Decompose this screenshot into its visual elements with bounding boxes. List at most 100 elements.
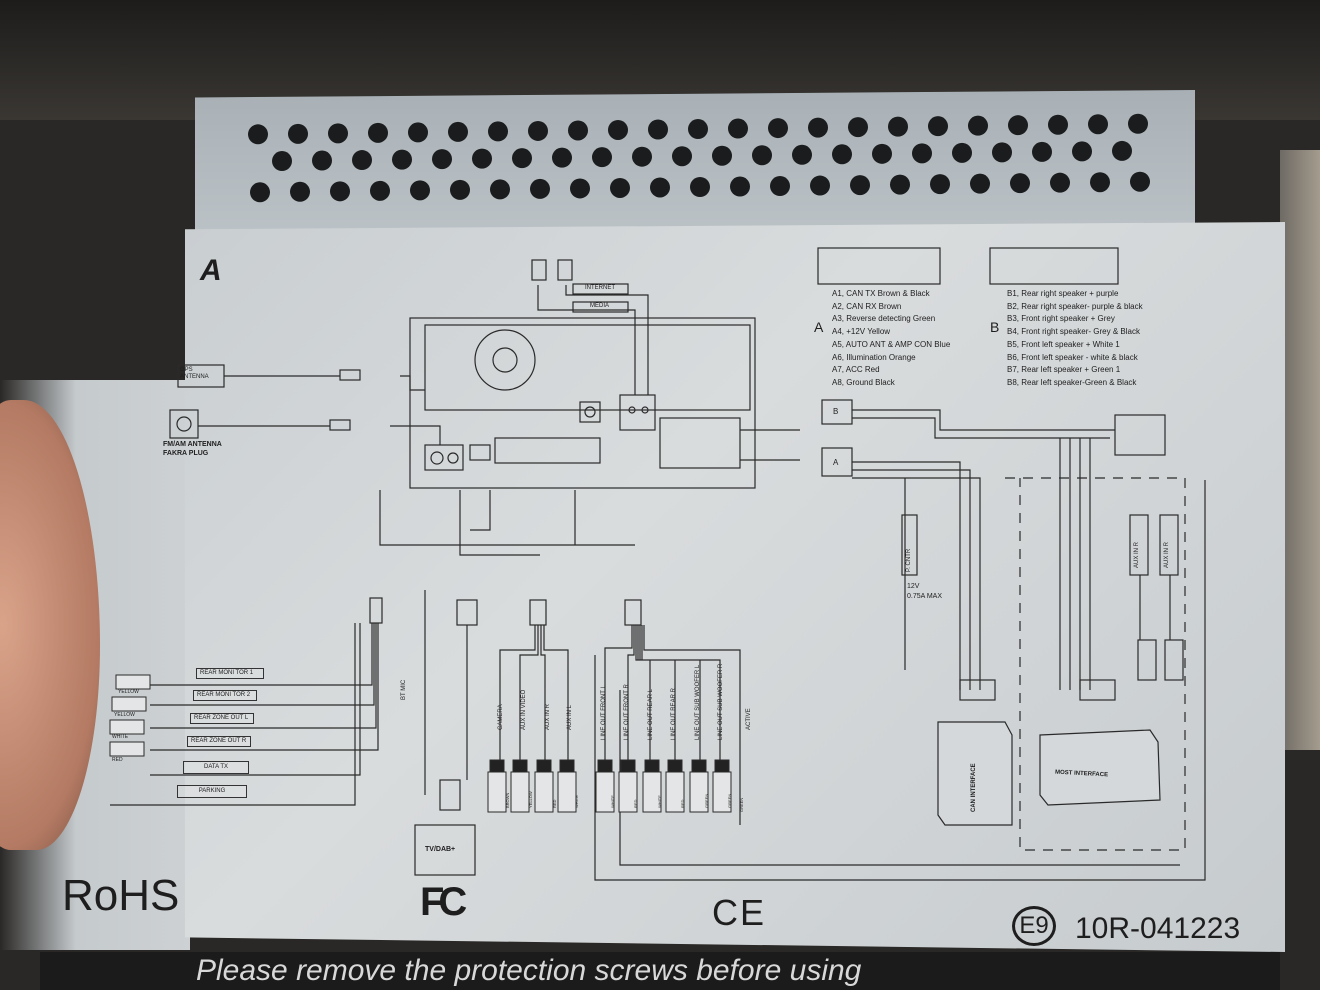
output-color: WHITE (112, 734, 129, 740)
media-label: MEDIA (590, 303, 610, 309)
pin-b5: B5, Front left speaker + White 1 (1007, 339, 1120, 349)
line-out-label: LINE OUT FRONT L (601, 685, 607, 740)
vent-hole (568, 120, 588, 141)
rca-plug (510, 771, 530, 813)
pin-a1: A1, CAN TX Brown & Black (832, 289, 930, 298)
output-color: YELLOW (118, 689, 139, 695)
vent-hole (970, 173, 990, 194)
line-out-label: LINE OUT REAR L (648, 689, 654, 740)
vent-hole (768, 118, 788, 139)
vent-hole (1112, 140, 1132, 161)
line-out-label: LINE OUT SUB WOOFER R (718, 663, 724, 740)
vent-holes (248, 113, 1150, 203)
pin-b7: B7, Rear left speaker + Green 1 (1007, 365, 1121, 375)
vent-hole (872, 143, 892, 164)
input-label: AUX IN R (545, 703, 551, 730)
pin-b2: B2, Rear right speaker- purple & black (1007, 301, 1143, 311)
vent-hole (770, 176, 790, 197)
input-color: BROWN (505, 792, 510, 808)
plate-letter: A (200, 254, 222, 287)
rca-plug (109, 719, 145, 735)
vent-hole (248, 124, 268, 145)
vent-hole (512, 148, 532, 169)
rca-plug (712, 771, 732, 813)
can-interface-label: CAN INTERFACE (971, 763, 977, 812)
warning-text: Please remove the protection screws befo… (196, 954, 862, 987)
line-out-label: LINE OUT FRONT R (624, 684, 630, 740)
rca-plug-collar (489, 759, 505, 773)
head-unit-outline (409, 317, 756, 489)
tv-dab-label: TV/DAB+ (425, 846, 456, 853)
vent-hole (370, 180, 390, 201)
output-label: REAR ZONE OUT R (187, 736, 251, 747)
fakra-plug-label: FAKRA PLUG (163, 450, 209, 457)
rca-plug (109, 741, 145, 757)
vent-hole (968, 115, 988, 136)
vent-hole (712, 145, 732, 166)
pin-a8: A8, Ground Black (832, 377, 895, 387)
pin-b3: B3, Front right speaker + Grey (1007, 314, 1115, 324)
vent-hole (648, 119, 668, 140)
vent-hole (312, 150, 332, 171)
vent-hole (1032, 141, 1052, 162)
rca-plugs (109, 674, 732, 813)
vent-hole (472, 148, 492, 169)
vent-hole (848, 117, 868, 138)
vent-hole (832, 144, 852, 165)
heatsink (424, 324, 751, 411)
active-label: ACTIVE (746, 708, 752, 730)
vent-hole (272, 151, 292, 172)
rca-plug (642, 771, 662, 813)
vent-hole (1048, 114, 1068, 135)
vent-hole (392, 149, 412, 170)
vent-hole (1072, 141, 1092, 162)
vent-hole (952, 142, 972, 163)
aux-in-r-label: AUX IN R (1134, 541, 1140, 568)
gps-antenna-label: GPS ANTENNA (180, 367, 209, 380)
vent-hole (608, 119, 628, 140)
background-right (1280, 150, 1320, 750)
plug-b-label: B (833, 407, 839, 416)
internet-label: INTERNET (585, 285, 615, 291)
vent-hole (450, 179, 470, 200)
vent-hole (352, 150, 372, 171)
pin-a2: A2, CAN RX Brown (832, 301, 902, 311)
active-color: GREEN (739, 797, 744, 812)
line-out-color: WHITE (657, 795, 662, 808)
vent-hole (432, 149, 452, 170)
rca-plug (487, 771, 507, 813)
vent-hole (288, 123, 308, 144)
vent-hole (528, 120, 548, 141)
vent-hole (632, 146, 652, 167)
vent-hole (530, 178, 550, 199)
vent-hole (888, 116, 908, 137)
connector-a-letter: A (814, 319, 824, 335)
approval-number: 10R-041223 (1075, 912, 1241, 945)
vent-hole (690, 177, 710, 197)
connector-a-pin-list: A1, CAN TX Brown & Black A2, CAN RX Brow… (832, 288, 950, 390)
input-label: AUX IN L (567, 704, 573, 730)
vent-hole (728, 118, 748, 139)
line-out-color: GREEN (727, 793, 732, 808)
line-out-color: RED (633, 799, 638, 808)
rca-plug (689, 771, 709, 813)
output-color: RED (112, 757, 123, 763)
output-color: YELLOW (114, 712, 135, 718)
vent-hole (688, 119, 708, 140)
vent-hole (1128, 113, 1148, 134)
fan-icon (474, 329, 536, 391)
rca-plug-collar (644, 759, 660, 773)
vent-hole (368, 122, 388, 143)
output-label: REAR ZONE OUT L (190, 713, 254, 724)
pin-b8: B8, Rear left speaker-Green & Black (1007, 377, 1137, 387)
vent-hole (488, 121, 508, 142)
output-label: REAR MONI TOR 2 (193, 690, 257, 701)
vent-hole (850, 175, 870, 196)
fm-antenna-label: FM/AM ANTENNA (163, 441, 222, 448)
pin-a4: A4, +12V Yellow (832, 327, 891, 337)
power-spec-current: 0.75A MAX (907, 593, 943, 600)
rca-plug-collar (620, 759, 636, 773)
rca-plug (534, 771, 554, 813)
input-color: RED (552, 799, 557, 808)
rca-plug-collar (667, 759, 683, 773)
